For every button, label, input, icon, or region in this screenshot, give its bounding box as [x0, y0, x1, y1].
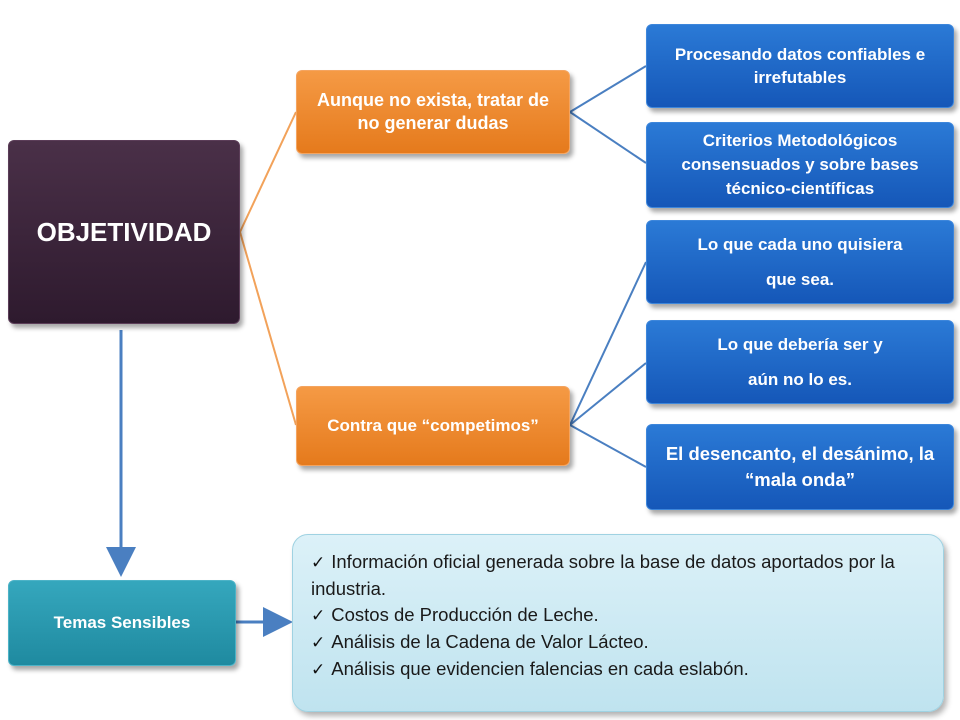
branch-node-1: Aunque no exista, tratar de no generar d… [296, 70, 570, 154]
leaf-label-line2: aún no lo es. [748, 370, 852, 389]
sensitive-topics-label: Temas Sensibles [53, 613, 191, 632]
list-item: ✓ Análisis que evidencien falencias en ca… [311, 656, 929, 683]
check-icon: ✓ [311, 553, 326, 572]
leaf-label-line1: Lo que cada uno quisiera [697, 235, 903, 254]
sensitive-topics-list: ✓Información oficial generada sobre la b… [292, 534, 944, 712]
list-item: ✓Información oficial generada sobre la b… [311, 549, 929, 602]
connector-b2-leaf5 [569, 424, 647, 468]
list-item: ✓ Costos de Producción de Leche. [311, 602, 929, 629]
list-item-text: Información oficial generada sobre la ba… [311, 551, 895, 599]
check-icon: ✓ [311, 606, 326, 625]
check-icon: ✓ [311, 633, 326, 652]
leaf-node-3: Lo que cada uno quisiera que sea. [646, 220, 954, 304]
leaf-label: El desencanto, el desánimo, la “mala ond… [665, 443, 935, 490]
leaf-node-2: Criterios Metodológicos consensuados y s… [646, 122, 954, 208]
list-item-text: Análisis de la Cadena de Valor Lácteo. [331, 631, 649, 652]
leaf-label-line2: que sea. [765, 270, 835, 289]
list-item-text: Costos de Producción de Leche. [331, 604, 599, 625]
branch-label: Contra que “competimos” [327, 416, 539, 435]
connector-b1-leaf1 [569, 65, 647, 113]
leaf-node-5: El desencanto, el desánimo, la “mala ond… [646, 424, 954, 510]
connector-root-branch2 [239, 231, 297, 426]
root-label: OBJETIVIDAD [36, 216, 212, 247]
connector-b2-leaf3 [569, 261, 647, 426]
list-item: ✓ Análisis de la Cadena de Valor Lácteo. [311, 629, 929, 656]
leaf-label: Criterios Metodológicos consensuados y s… [681, 131, 919, 198]
check-icon: ✓ [311, 660, 326, 679]
leaf-node-4: Lo que debería ser y aún no lo es. [646, 320, 954, 404]
leaf-node-1: Procesando datos confiables e irrefutabl… [646, 24, 954, 108]
branch-label: Aunque no exista, tratar de no generar d… [316, 90, 550, 133]
leaf-label-line1: Lo que debería ser y [717, 335, 883, 354]
branch-node-2: Contra que “competimos” [296, 386, 570, 466]
leaf-label: Procesando datos confiables e irrefutabl… [674, 45, 926, 87]
connector-root-branch1 [239, 111, 297, 233]
connector-b1-leaf2 [569, 111, 647, 164]
root-node: OBJETIVIDAD [8, 140, 240, 324]
connector-b2-leaf4 [569, 362, 647, 426]
sensitive-topics-node: Temas Sensibles [8, 580, 236, 666]
list-item-text: Análisis que evidencien falencias en cad… [331, 658, 749, 679]
